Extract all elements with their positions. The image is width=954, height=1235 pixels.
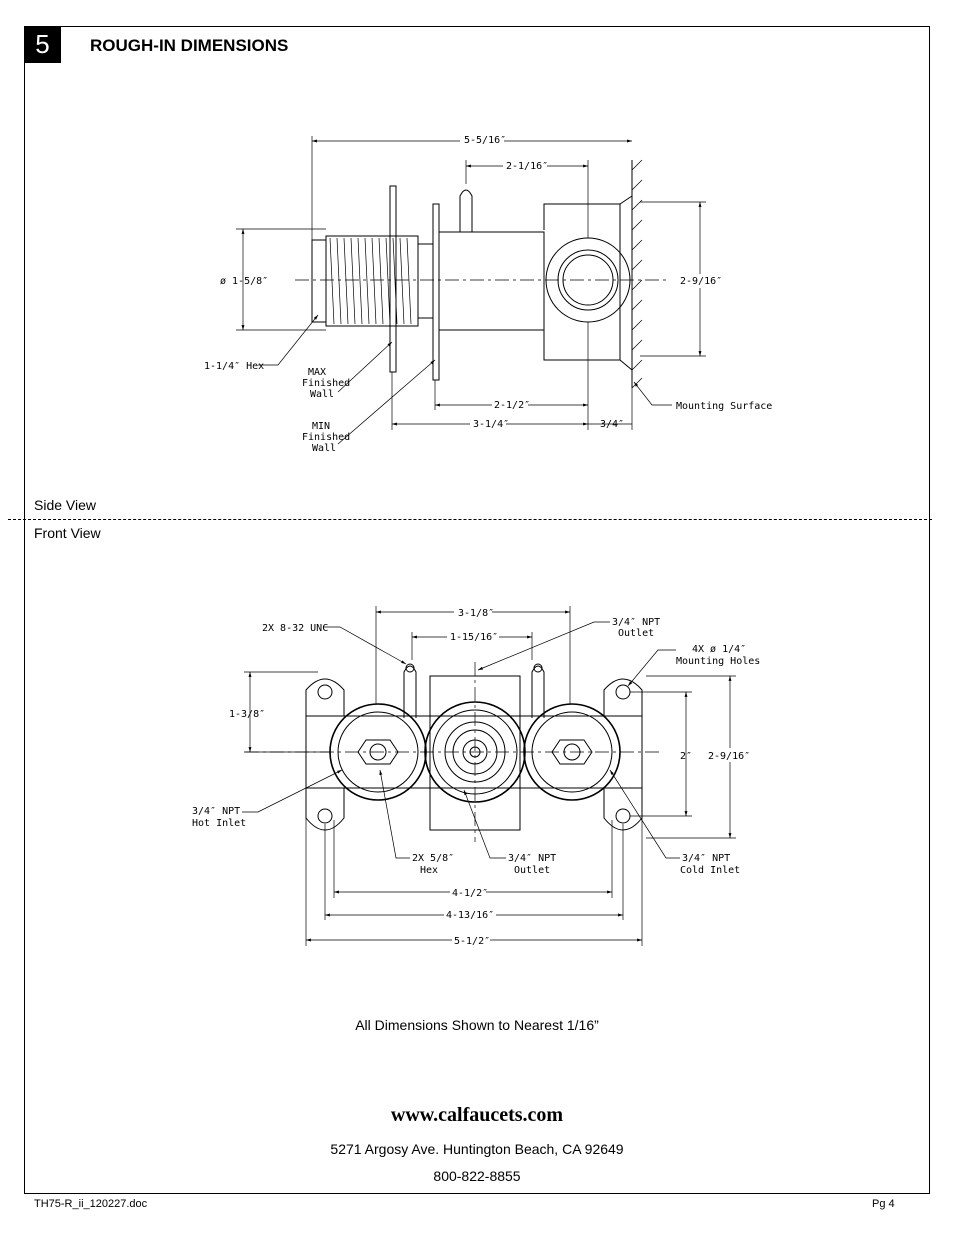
outlet-bottom-line-1: 3/4″ NPT	[508, 853, 556, 864]
dimensions-note: All Dimensions Shown to Nearest 1/16”	[355, 1017, 599, 1033]
hex-5-8-line-2: Hex	[420, 865, 438, 876]
cold-inlet-line-2: Cold Inlet	[680, 865, 740, 876]
dim-2-9-16-side: 2-9/16″	[680, 276, 722, 287]
hot-inlet-line-2: Hot Inlet	[192, 818, 246, 829]
cold-inlet-line-1: 3/4″ NPT	[682, 853, 730, 864]
min-wall-line-1: MIN	[312, 421, 330, 432]
dim-3-1-4: 3-1/4″	[473, 419, 509, 430]
dim-3-4: 3/4″	[600, 419, 624, 430]
front-view-drawing: 3-1/8″ 1-15/16″ 2X 8-32 UNC 3/4″ NPT Out…	[192, 604, 760, 947]
page-frame	[24, 26, 930, 1194]
max-wall-line-1: MAX	[308, 367, 326, 378]
dim-4-13-16: 4-13/16″	[446, 910, 494, 921]
step-number-badge: 5	[24, 26, 61, 63]
side-view-drawing: 5-5/16″ 2-1/16″ ø 1-5/8″ 2-9/16″ 1-1/4″ …	[204, 132, 772, 454]
outlet-top-line-1: 3/4″ NPT	[612, 617, 660, 628]
min-wall-line-2: Finished	[302, 432, 350, 443]
dim-1-15-16: 1-15/16″	[450, 632, 498, 643]
dim-dia-1-5-8: ø 1-5/8″	[220, 276, 268, 287]
thread-hatching	[329, 237, 412, 325]
dim-2-1-16: 2-1/16″	[506, 161, 548, 172]
dim-5-5-16: 5-5/16″	[464, 135, 506, 146]
dim-5-1-2: 5-1/2″	[454, 936, 490, 947]
hot-inlet-line-1: 3/4″ NPT	[192, 806, 240, 817]
outlet-top-line-2: Outlet	[618, 628, 654, 639]
dim-2-9-16-front: 2-9/16″	[708, 751, 750, 762]
dim-2-1-2: 2-1/2″	[494, 400, 530, 411]
section-title: ROUGH-IN DIMENSIONS	[90, 36, 289, 55]
dim-4-1-2: 4-1/2″	[452, 888, 488, 899]
mounting-holes-line-2: Mounting Holes	[676, 656, 760, 667]
mounting-surface-hatching	[631, 159, 643, 389]
document-id: TH75-R_ii_120227.doc	[34, 1198, 148, 1210]
dim-2: 2″	[680, 751, 692, 762]
dim-3-1-8: 3-1/8″	[458, 608, 494, 619]
company-address: 5271 Argosy Ave. Huntington Beach, CA 92…	[330, 1141, 624, 1157]
min-wall-line-3: Wall	[312, 443, 336, 454]
mounting-surface-label: Mounting Surface	[676, 401, 772, 412]
max-wall-line-2: Finished	[302, 378, 350, 389]
max-wall-line-3: Wall	[310, 389, 334, 400]
company-phone: 800-822-8855	[433, 1168, 521, 1184]
front-view-label: Front View	[34, 525, 101, 541]
page-number: Pg 4	[872, 1198, 895, 1210]
hex-1-1-4-label: 1-1/4″ Hex	[204, 361, 264, 372]
outlet-bottom-line-2: Outlet	[514, 865, 550, 876]
website-link[interactable]: www.calfaucets.com	[390, 1104, 564, 1126]
unc-label: 2X 8-32 UNC	[262, 623, 328, 634]
hex-5-8-line-1: 2X 5/8″	[412, 853, 454, 864]
mounting-holes-line-1: 4X ø 1/4″	[692, 644, 746, 655]
side-view-label: Side View	[34, 497, 97, 513]
view-divider	[8, 519, 932, 520]
dim-1-3-8: 1-3/8″	[229, 709, 265, 720]
